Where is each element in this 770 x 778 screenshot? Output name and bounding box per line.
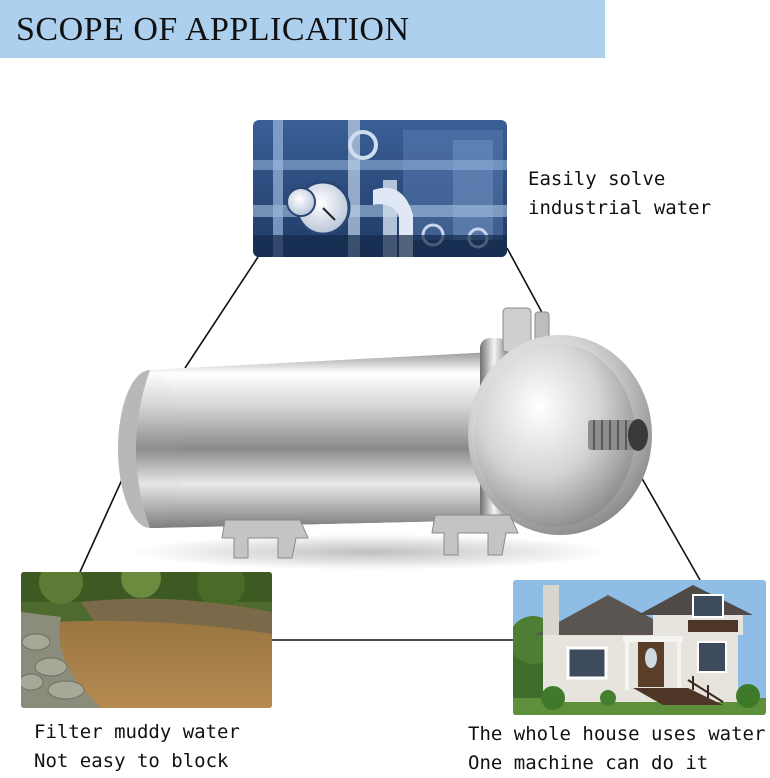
- industrial-caption-line-1: Easily solve: [528, 168, 666, 190]
- stainless-steel-filter-housing-image: [118, 307, 652, 570]
- industrial-caption: Easily solve industrial water: [528, 165, 711, 223]
- muddy-river-photo: [21, 572, 272, 708]
- river-caption: Filter muddy water Not easy to block: [34, 718, 240, 776]
- connector-line-house: [639, 474, 701, 581]
- river-caption-line-2: Not easy to block: [34, 750, 229, 772]
- house-caption-line-2: One machine can do it: [468, 752, 709, 774]
- river-caption-line-1: Filter muddy water: [34, 721, 240, 743]
- house-photo: [513, 580, 766, 715]
- connector-line-industrial-left: [184, 256, 259, 369]
- house-caption-line-1: The whole house uses water: [468, 723, 766, 745]
- title-banner: SCOPE OF APPLICATION: [0, 0, 605, 58]
- industrial-pipes-photo: [253, 120, 507, 257]
- industrial-caption-line-2: industrial water: [528, 197, 712, 219]
- connector-line-industrial-right: [506, 247, 546, 319]
- page-title: SCOPE OF APPLICATION: [16, 11, 410, 48]
- house-caption: The whole house uses water One machine c…: [468, 720, 765, 778]
